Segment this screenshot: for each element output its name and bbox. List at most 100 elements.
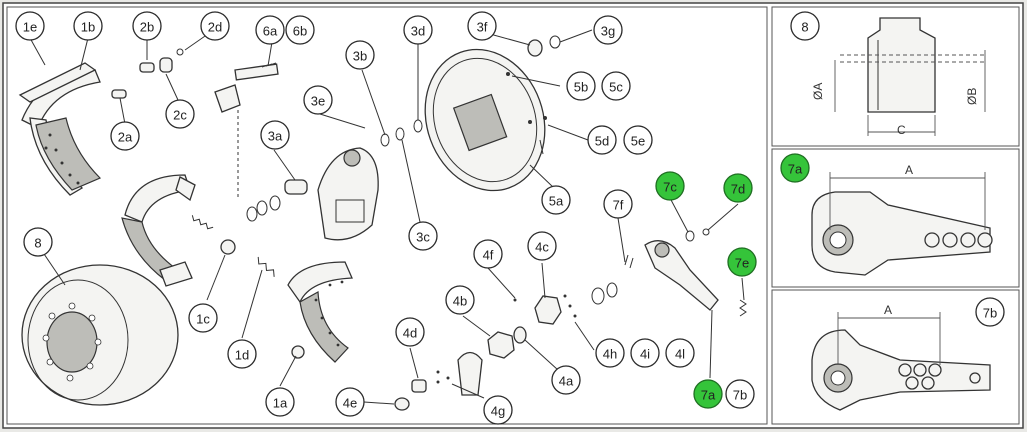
label-bubble-5b: 5b [566, 71, 596, 101]
label-bubble-1c: 1c [188, 303, 218, 333]
label-bubble-6a-circle [255, 15, 285, 45]
label-bubble-5e-circle [623, 125, 653, 155]
label-bubble-4a-circle [551, 365, 581, 395]
label-bubble-4c-circle [527, 231, 557, 261]
inset-label-bubble-7a: 7a [780, 153, 810, 183]
label-bubble-5e: 5e [623, 125, 653, 155]
label-bubble-1b-text: 1b [81, 20, 95, 35]
inset-label-bubble-7b: 7b [975, 297, 1005, 327]
label-bubble-2b: 2b [132, 11, 162, 41]
label-bubble-2a: 2a [110, 121, 140, 151]
label-bubble-2b-text: 2b [140, 20, 154, 35]
label-bubble-3f: 3f [467, 11, 497, 41]
label-bubble-7f-circle [603, 189, 633, 219]
label-bubble-4g: 4g [483, 395, 513, 425]
label-bubble-3e-text: 3e [311, 94, 325, 109]
drum-dim-a-label: ØA [811, 83, 825, 100]
label-bubble-4b-text: 4b [453, 294, 467, 309]
label-bubble-4h-circle [595, 338, 625, 368]
label-bubble-5b-text: 5b [574, 80, 588, 95]
label-bubble-6b: 6b [285, 15, 315, 45]
label-bubble-4e-circle [335, 387, 365, 417]
label-bubble-7c-text: 7c [663, 180, 677, 195]
label-bubble-2b-circle [132, 11, 162, 41]
label-bubble-7d-text: 7d [731, 182, 745, 197]
label-bubble-1d-circle [227, 339, 257, 369]
label-bubble-4e-text: 4e [343, 396, 357, 411]
label-bubble-4c-text: 4c [535, 240, 549, 255]
inset-label-bubble-7b-circle [975, 297, 1005, 327]
label-bubble-3f-text: 3f [477, 20, 488, 35]
label-bubble-5c-text: 5c [609, 80, 623, 95]
inset-label-bubble-7b-text: 7b [983, 306, 997, 321]
label-bubble-6b-text: 6b [293, 24, 307, 39]
label-bubble-5b-circle [566, 71, 596, 101]
label-bubble-3b-text: 3b [353, 49, 367, 64]
label-bubble-4f-text: 4f [483, 248, 494, 263]
label-bubble-5a-circle [541, 185, 571, 215]
brake-shoe-left [18, 62, 102, 196]
label-bubble-2a-circle [110, 121, 140, 151]
hub-parts [394, 294, 577, 411]
slack-7a-dim-a-label: A [905, 163, 913, 177]
bushing-set [246, 179, 308, 222]
label-bubble-2a-text: 2a [118, 130, 133, 145]
label-bubble-2c-text: 2c [173, 108, 187, 123]
label-bubble-3g-circle [593, 15, 623, 45]
label-bubble-7a: 7a [693, 379, 723, 409]
label-bubble-4l-circle [665, 338, 695, 368]
label-bubble-8-text: 8 [34, 236, 41, 251]
label-bubble-4g-circle [483, 395, 513, 425]
label-bubble-3a-text: 3a [268, 129, 283, 144]
label-bubble-7d-circle [723, 173, 753, 203]
label-bubble-7a-text: 7a [701, 388, 716, 403]
label-bubble-7b-circle [725, 379, 755, 409]
label-bubble-3d-circle [403, 15, 433, 45]
label-bubble-1a: 1a [265, 387, 295, 417]
label-bubble-3c-circle [408, 221, 438, 251]
label-bubble-6a: 6a [255, 15, 285, 45]
label-bubble-1a-circle [265, 387, 295, 417]
label-bubble-2d-circle [200, 11, 230, 41]
inset-7b-drawing [811, 312, 991, 411]
drum-dim-c-label: C [897, 123, 906, 137]
dust-shield [424, 48, 546, 192]
label-bubble-4d-text: 4d [403, 326, 417, 341]
label-bubble-7e-text: 7e [735, 256, 749, 271]
label-bubble-3c-text: 3c [416, 230, 430, 245]
label-bubble-3g-text: 3g [601, 24, 615, 39]
label-bubble-7f-text: 7f [613, 198, 624, 213]
label-bubble-2c-circle [165, 99, 195, 129]
inset-label-bubble-8-circle [790, 11, 820, 41]
label-bubble-7b: 7b [725, 379, 755, 409]
label-bubble-4b: 4b [445, 285, 475, 315]
label-bubble-3a-circle [260, 120, 290, 150]
label-bubble-1d-text: 1d [235, 348, 249, 363]
inset-label-bubble-8: 8 [790, 11, 820, 41]
label-bubble-1c-circle [188, 303, 218, 333]
label-bubble-7f: 7f [603, 189, 633, 219]
label-bubble-7b-text: 7b [733, 388, 747, 403]
label-bubble-3d-text: 3d [411, 24, 425, 39]
label-bubble-1e-text: 1e [23, 20, 37, 35]
label-bubble-8: 8 [23, 227, 53, 257]
inset-label-bubble-8-text: 8 [801, 20, 808, 35]
label-bubble-3b: 3b [345, 40, 375, 70]
label-bubble-7c-circle [655, 171, 685, 201]
label-bubble-3c: 3c [408, 221, 438, 251]
label-bubble-4c: 4c [527, 231, 557, 261]
label-bubble-1c-text: 1c [196, 312, 210, 327]
label-bubble-1e: 1e [15, 11, 45, 41]
label-bubble-7e: 7e [727, 247, 757, 277]
label-bubble-2d: 2d [200, 11, 230, 41]
label-bubble-3g: 3g [593, 15, 623, 45]
label-bubble-4i: 4i [630, 338, 660, 368]
label-bubble-3e: 3e [303, 85, 333, 115]
label-bubble-7a-circle [693, 379, 723, 409]
inset-7a-drawing [811, 172, 993, 276]
label-bubble-1a-text: 1a [273, 396, 288, 411]
drum-dim-b-label: ØB [965, 88, 979, 105]
label-bubble-5a-text: 5a [549, 194, 564, 209]
label-bubble-4a: 4a [551, 365, 581, 395]
